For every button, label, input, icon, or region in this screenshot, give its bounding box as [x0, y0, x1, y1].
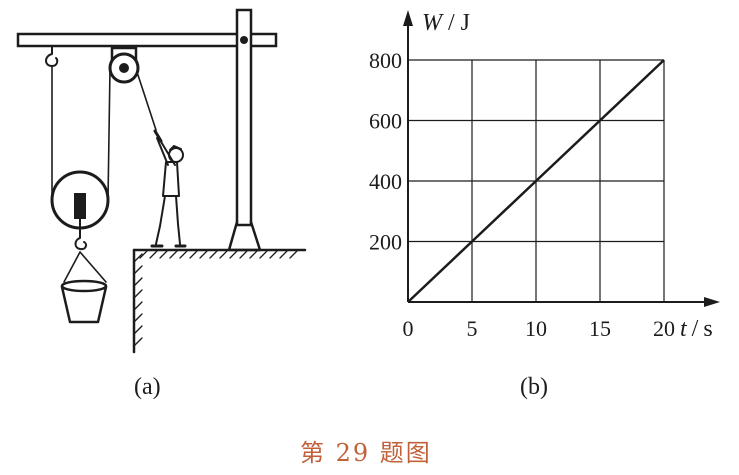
work-time-chart: 0 5 10 15 20 200 400 600 800 W/J t/s	[369, 10, 720, 342]
rope-segments	[51, 65, 157, 201]
x-axis-unit: s	[703, 316, 712, 342]
y-axis-quantity: W	[422, 10, 444, 36]
y-tick-label: 600	[369, 109, 402, 134]
x-axis-label: t/s	[680, 316, 713, 342]
x-axis-quantity: t	[680, 316, 688, 342]
fixed-pulley-axle	[119, 63, 129, 73]
fixed-pulley-bracket	[110, 44, 138, 62]
x-axis-arrow	[704, 297, 720, 307]
beam-hook	[45, 45, 59, 67]
crane-beam	[16, 32, 278, 48]
pulley-apparatus-diagram	[16, 8, 307, 354]
chart-axes	[403, 10, 720, 307]
y-tick-label: 400	[369, 169, 402, 194]
x-tick-label: 15	[589, 316, 611, 341]
mast-joint	[240, 36, 248, 44]
bucket-rim	[60, 279, 108, 293]
panel-a-caption: (a)	[134, 374, 161, 400]
series-line	[407, 59, 665, 303]
chart-series	[407, 59, 665, 303]
y-axis-arrow	[403, 10, 413, 26]
bucket-bail	[63, 251, 107, 283]
figure-caption: 第 29 题图	[300, 439, 432, 467]
movable-pulley-block	[74, 193, 86, 219]
y-tick-label: 200	[369, 230, 402, 255]
bucket-body	[60, 285, 108, 324]
x-tick-labels: 0 5 10 15 20	[403, 316, 676, 341]
x-tick-label: 5	[467, 316, 478, 341]
platform-hatching	[139, 249, 299, 259]
x-tick-label: 20	[653, 316, 675, 341]
bucket-hook	[74, 218, 88, 251]
y-tick-labels: 200 400 600 800	[369, 48, 402, 255]
x-tick-label: 10	[525, 316, 547, 341]
wall-hatching	[133, 253, 143, 347]
y-axis-label: W/J	[422, 10, 470, 36]
y-tick-label: 800	[369, 48, 402, 73]
x-tick-label: 0	[403, 316, 414, 341]
person-pulling	[150, 129, 187, 248]
y-axis-unit: J	[461, 10, 470, 36]
panel-b-caption: (b)	[520, 374, 548, 400]
crane-mast	[235, 8, 253, 227]
